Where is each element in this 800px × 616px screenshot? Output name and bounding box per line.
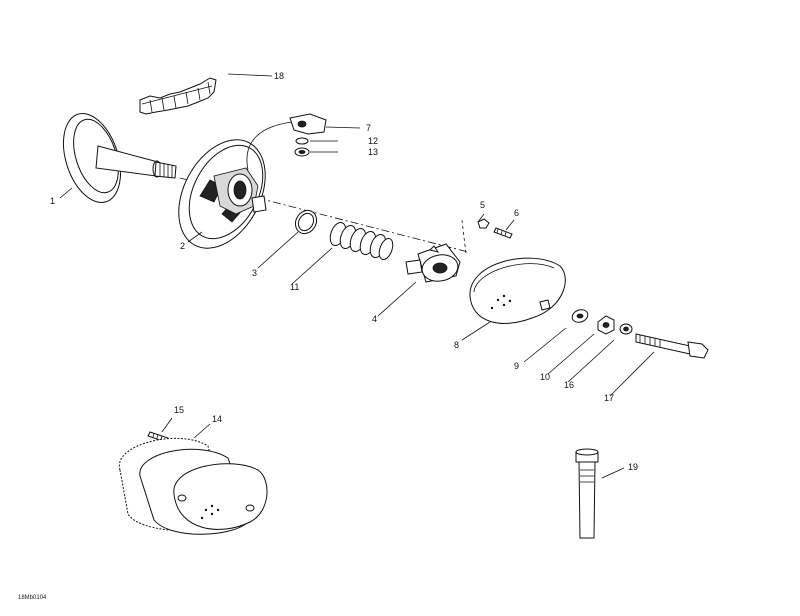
callout-19: 19 — [628, 462, 638, 472]
callout-11: 11 — [290, 282, 299, 292]
part-13-washer — [294, 147, 310, 157]
callout-14: 14 — [212, 414, 222, 424]
callout-10: 10 — [540, 372, 550, 382]
callout-1: 1 — [50, 196, 55, 206]
part-9-washer — [571, 309, 589, 323]
callout-8: 8 — [454, 340, 459, 350]
callout-7: 7 — [366, 123, 371, 133]
part-1-fixed-sheave — [62, 113, 177, 203]
part-6-screw — [493, 227, 513, 239]
callout-18: 18 — [274, 71, 284, 81]
callout-12: 12 — [368, 136, 378, 146]
drawing-code: 18Mb0104 — [18, 595, 47, 601]
callout-16: 16 — [564, 380, 574, 390]
callout-4: 4 — [372, 314, 377, 324]
part-16-lock-washer — [619, 323, 633, 335]
bolt-axis-line — [461, 219, 467, 255]
part-4-cam — [405, 243, 461, 283]
part-12-o-ring — [295, 137, 309, 145]
callout-2: 2 — [180, 241, 185, 251]
callout-9: 9 — [514, 361, 519, 371]
part-11-spring — [329, 221, 394, 261]
callout-13: 13 — [368, 147, 378, 157]
part-3-ring — [294, 209, 318, 235]
callout-15: 15 — [174, 405, 184, 415]
callout-5: 5 — [480, 200, 485, 210]
part-18-chain-segment — [139, 77, 217, 115]
leader-lines — [59, 73, 655, 479]
part-5-nut — [477, 218, 490, 229]
callout-3: 3 — [252, 268, 257, 278]
part-2-sliding-sheave — [178, 139, 267, 249]
part-10-nut — [597, 315, 615, 335]
part-8-cover — [469, 257, 566, 324]
callout-6: 6 — [514, 208, 519, 218]
callout-17: 17 — [604, 393, 614, 403]
part-14-drive-pulley-assembly — [119, 437, 268, 535]
part-7-cam-arm — [246, 113, 327, 171]
part-19-long-bolt — [575, 448, 599, 539]
part-17-bolt — [635, 333, 709, 359]
